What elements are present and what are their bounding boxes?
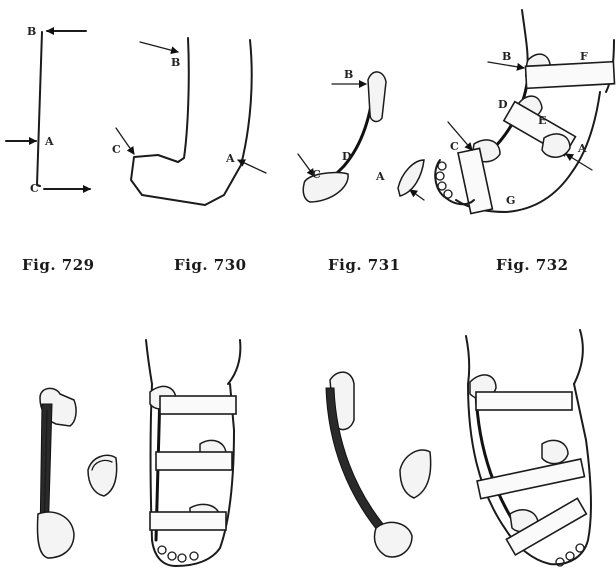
straight-limb-strap-2	[156, 452, 232, 470]
figure-732-diagram: B F D E C A G	[435, 10, 614, 214]
fig731-arrow-a	[410, 190, 424, 200]
fig729-brace-line	[37, 32, 42, 186]
curved-limb-pad-knee	[542, 440, 568, 463]
fig731-splint-bar	[330, 80, 374, 180]
fig732-toes	[436, 162, 452, 198]
straight-limb-with-splint	[146, 340, 240, 566]
figure-730-diagram: B C A	[112, 38, 266, 205]
fig732-label-e: E	[538, 114, 546, 127]
fig730-arrow-b	[140, 42, 178, 52]
straight-limb-outline	[146, 340, 240, 384]
fig732-label-c: C	[450, 140, 459, 153]
curved-splint-illustration	[326, 372, 412, 557]
fig731-label-b: B	[344, 68, 353, 81]
fig732-strap-f	[525, 62, 614, 89]
curved-splint-bottom-pad	[374, 522, 412, 556]
curved-limb-strap-1	[476, 392, 572, 410]
fig731-upper-pad	[368, 72, 386, 122]
figure-731-diagram: B D C A	[298, 68, 424, 202]
small-loose-pad-left	[88, 455, 117, 496]
fig731-label-c: C	[312, 168, 321, 181]
straight-limb-toes	[158, 546, 198, 562]
fig730-limb-outline	[131, 38, 252, 205]
caption-fig-730: Fig. 730	[174, 256, 247, 274]
fig732-arrow-a	[566, 154, 592, 170]
fig730-label-c: C	[112, 143, 121, 156]
figure-729-diagram: B A C	[6, 25, 90, 195]
fig732-label-a: A	[577, 142, 587, 155]
straight-limb-strap-1	[160, 396, 236, 414]
curved-splint-bar	[326, 388, 388, 536]
caption-fig-731: Fig. 731	[328, 256, 401, 274]
fig729-label-a: A	[44, 135, 54, 148]
fig732-label-b: B	[502, 50, 511, 63]
caption-fig-729: Fig. 729	[22, 256, 95, 274]
straight-limb-strap-3	[150, 512, 226, 530]
fig731-lower-pad	[303, 172, 348, 202]
curved-limb-with-splint	[466, 330, 591, 566]
fig729-label-c: C	[30, 182, 39, 195]
fig732-label-f: F	[580, 50, 588, 63]
fig730-label-b: B	[171, 56, 180, 69]
fig729-label-b: B	[27, 25, 36, 38]
straight-splint-illustration	[37, 388, 76, 558]
curved-limb-strap-2	[477, 459, 584, 499]
straight-splint-bottom-pad	[37, 512, 74, 558]
fig732-label-g: G	[506, 194, 515, 207]
fig731-label-d: D	[342, 150, 352, 163]
caption-fig-732: Fig. 732	[496, 256, 569, 274]
fig730-arrow-a	[238, 160, 266, 173]
small-loose-pad-right	[400, 450, 431, 498]
fig731-label-a: A	[375, 170, 385, 183]
fig730-label-a: A	[225, 152, 235, 165]
fig732-label-d: D	[498, 98, 508, 111]
